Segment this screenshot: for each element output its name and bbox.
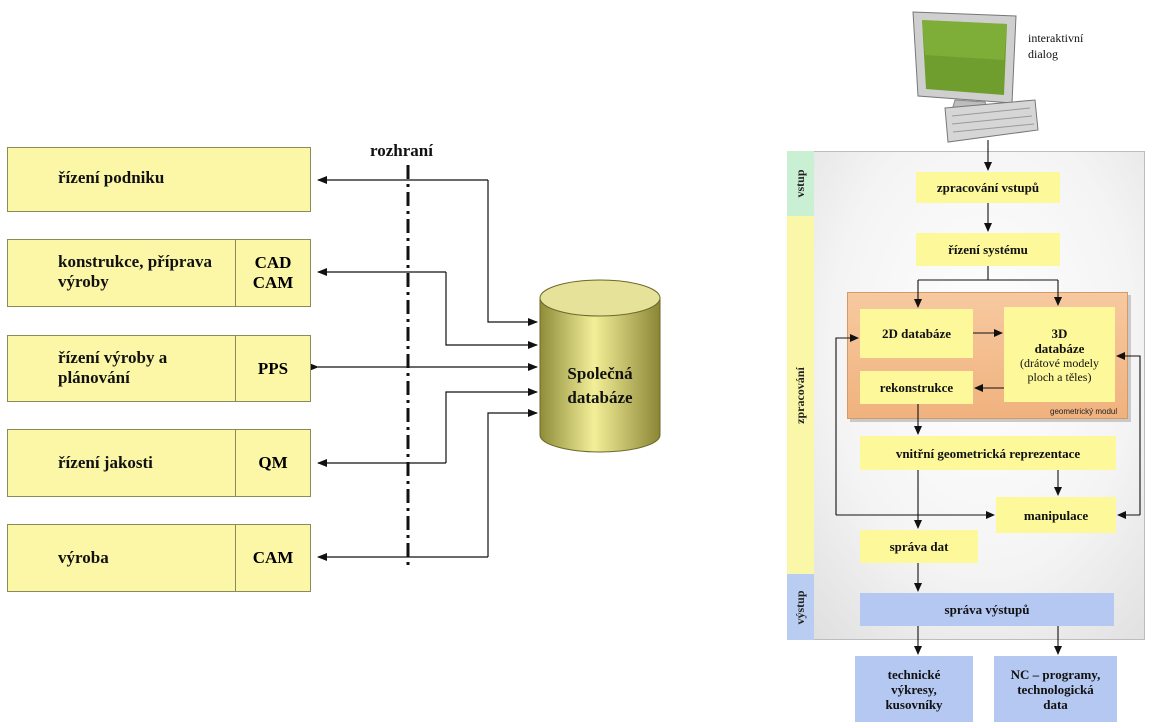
band-processing — [787, 216, 814, 574]
module-konstrukce: konstrukce, příprava výroby CAD CAM — [7, 239, 311, 307]
box-3d-subtitle: (drátové modely ploch a těles) — [1020, 355, 1099, 384]
geometric-module-label: geometrický modul — [1050, 407, 1118, 416]
module-label: konstrukce, příprava výroby — [58, 252, 212, 291]
database-label: Společná databáze — [567, 364, 633, 407]
module-code: PPS — [235, 336, 310, 401]
link-qm — [445, 388, 538, 463]
band-input — [787, 151, 814, 216]
link-rizeni-podniku — [487, 180, 538, 326]
module-code: CAM — [235, 525, 310, 591]
box-data-management: správa dat — [860, 530, 978, 563]
box-manipulation: manipulace — [996, 497, 1116, 533]
module-label: výroba — [58, 548, 109, 567]
box-2d-database: 2D databáze — [860, 309, 973, 358]
module-label: řízení jakosti — [58, 453, 153, 472]
box-2d-label: 2D databáze — [882, 326, 951, 341]
interface-label: rozhraní — [370, 141, 433, 160]
module-vyroba: výroba CAM — [7, 524, 311, 592]
dialog-label: interaktivní dialog — [1028, 31, 1084, 61]
box-reconstruction: rekonstrukce — [860, 371, 973, 404]
box-3d-database: 3D databáze (drátové modely ploch a těle… — [1004, 307, 1115, 402]
module-qm: řízení jakosti QM — [7, 429, 311, 497]
module-pps: řízení výroby a plánování PPS — [7, 335, 311, 402]
database-cylinder — [539, 279, 661, 453]
module-code: QM — [235, 430, 310, 496]
link-konstrukce — [445, 272, 538, 349]
box-nc: NC – programy, technologická data — [994, 656, 1117, 722]
box-system-control: řízení systému — [916, 233, 1060, 266]
module-code: CAD CAM — [235, 240, 310, 306]
box-output-management: správa výstupů — [860, 593, 1114, 626]
module-label: řízení výroby a plánování — [58, 348, 168, 387]
box-3d-title: 3D databáze — [1034, 325, 1085, 356]
module-rizeni-podniku: řízení podniku — [7, 147, 311, 212]
module-label: řízení podniku — [58, 168, 165, 187]
band-output — [787, 574, 814, 640]
box-internal-representation: vnitřní geometrická reprezentace — [860, 436, 1116, 470]
box-input-processing: zpracování vstupů — [916, 172, 1060, 203]
box-drawings: technické výkresy, kusovníky — [855, 656, 973, 722]
link-vyroba — [487, 409, 538, 557]
